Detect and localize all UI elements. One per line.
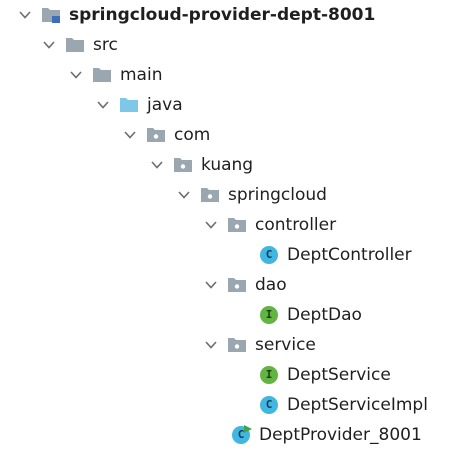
chevron-down-icon[interactable] [203,277,219,293]
source-root-folder-icon [119,96,139,114]
chevron-down-icon[interactable] [17,7,33,23]
tree-node-main[interactable]: main [68,60,162,90]
chevron-down-icon[interactable] [149,157,165,173]
tree-node-label: service [255,335,316,355]
tree-node-label: DeptDao [287,305,362,325]
run-marker-icon [244,425,252,433]
class-badge: C [260,396,278,414]
tree-node-label: controller [255,215,337,235]
tree-node-dept-dao[interactable]: I DeptDao [259,300,362,330]
interface-icon: I [259,306,279,324]
tree-node-label: DeptService [287,365,391,385]
folder-icon [92,66,112,84]
folder-icon [65,36,85,54]
tree-node-label: kuang [201,155,254,175]
chevron-down-icon[interactable] [95,97,111,113]
class-badge: C [260,246,278,264]
tree-node-label: springcloud [228,185,327,205]
tree-node-root[interactable]: springcloud-provider-dept-8001 [17,0,375,30]
class-icon: C [259,246,279,264]
tree-node-label: java [147,95,183,115]
tree-node-dept-controller[interactable]: C DeptController [259,240,412,270]
chevron-down-icon[interactable] [203,337,219,353]
chevron-down-icon[interactable] [68,67,84,83]
chevron-down-icon[interactable] [122,127,138,143]
tree-node-dept-service[interactable]: I DeptService [259,360,391,390]
package-icon [227,336,247,354]
tree-node-com[interactable]: com [122,120,210,150]
class-icon: C [259,396,279,414]
tree-node-kuang[interactable]: kuang [149,150,253,180]
chevron-down-icon[interactable] [41,37,57,53]
tree-node-dao[interactable]: dao [203,270,287,300]
interface-icon: I [259,366,279,384]
chevron-down-icon[interactable] [203,217,219,233]
package-icon [227,276,247,294]
tree-node-label: main [120,65,163,85]
interface-badge: I [260,306,278,324]
tree-node-label: springcloud-provider-dept-8001 [69,5,376,25]
tree-node-label: DeptServiceImpl [287,395,428,415]
package-icon [173,156,193,174]
tree-node-label: com [174,125,211,145]
package-icon [200,186,220,204]
tree-node-label: DeptProvider_8001 [259,425,422,445]
tree-node-src[interactable]: src [41,30,118,60]
tree-node-controller[interactable]: controller [203,210,336,240]
tree-node-label: src [93,35,118,55]
tree-node-java[interactable]: java [95,90,183,120]
tree-node-label: DeptController [287,245,412,265]
tree-node-dept-service-impl[interactable]: C DeptServiceImpl [259,390,428,420]
package-icon [227,216,247,234]
module-folder-icon [41,6,61,24]
tree-node-label: dao [255,275,287,295]
interface-badge: I [260,366,278,384]
tree-node-springcloud[interactable]: springcloud [176,180,327,210]
chevron-down-icon[interactable] [176,187,192,203]
spring-boot-class-icon: C [231,425,252,444]
tree-node-service[interactable]: service [203,330,316,360]
tree-node-dept-provider[interactable]: C DeptProvider_8001 [231,420,422,450]
package-icon [146,126,166,144]
